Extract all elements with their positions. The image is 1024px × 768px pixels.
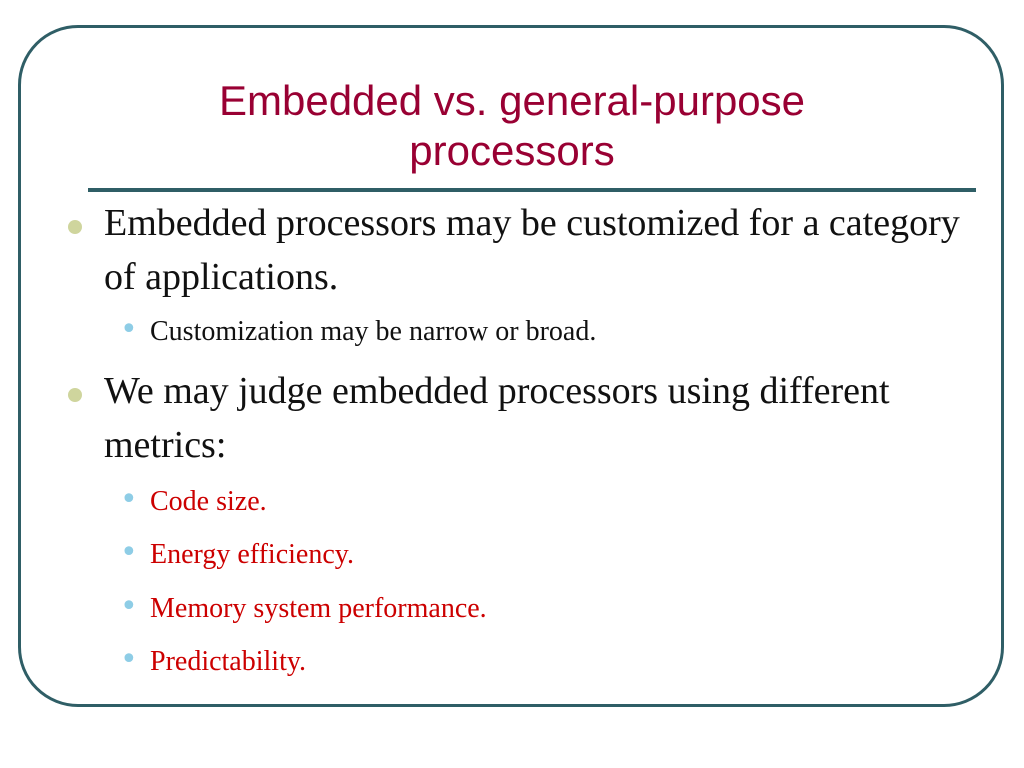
bullet-text: Embedded processors may be customized fo… [104, 202, 960, 298]
sub-bullet-text: Customization may be narrow or broad. [150, 316, 597, 347]
slide-title: Embedded vs. general-purpose processors [218, 77, 806, 174]
metric-item: Code size. [150, 486, 267, 517]
metric-item: Predictability. [150, 646, 307, 677]
metric-item: Energy efficiency. [150, 539, 354, 570]
level1-bullet-icon [68, 388, 82, 402]
level2-bullet-icon: • [120, 642, 138, 677]
slide-frame [18, 25, 1004, 707]
level2-bullet-icon: • [120, 482, 138, 517]
level1-bullet-icon [68, 220, 82, 234]
level2-bullet-icon: • [120, 312, 138, 347]
level2-bullet-icon: • [120, 589, 138, 624]
title-divider [88, 188, 976, 192]
bullet-text: We may judge embedded processors using d… [104, 370, 890, 466]
metric-item: Memory system performance. [150, 593, 487, 624]
level2-bullet-icon: • [120, 535, 138, 570]
